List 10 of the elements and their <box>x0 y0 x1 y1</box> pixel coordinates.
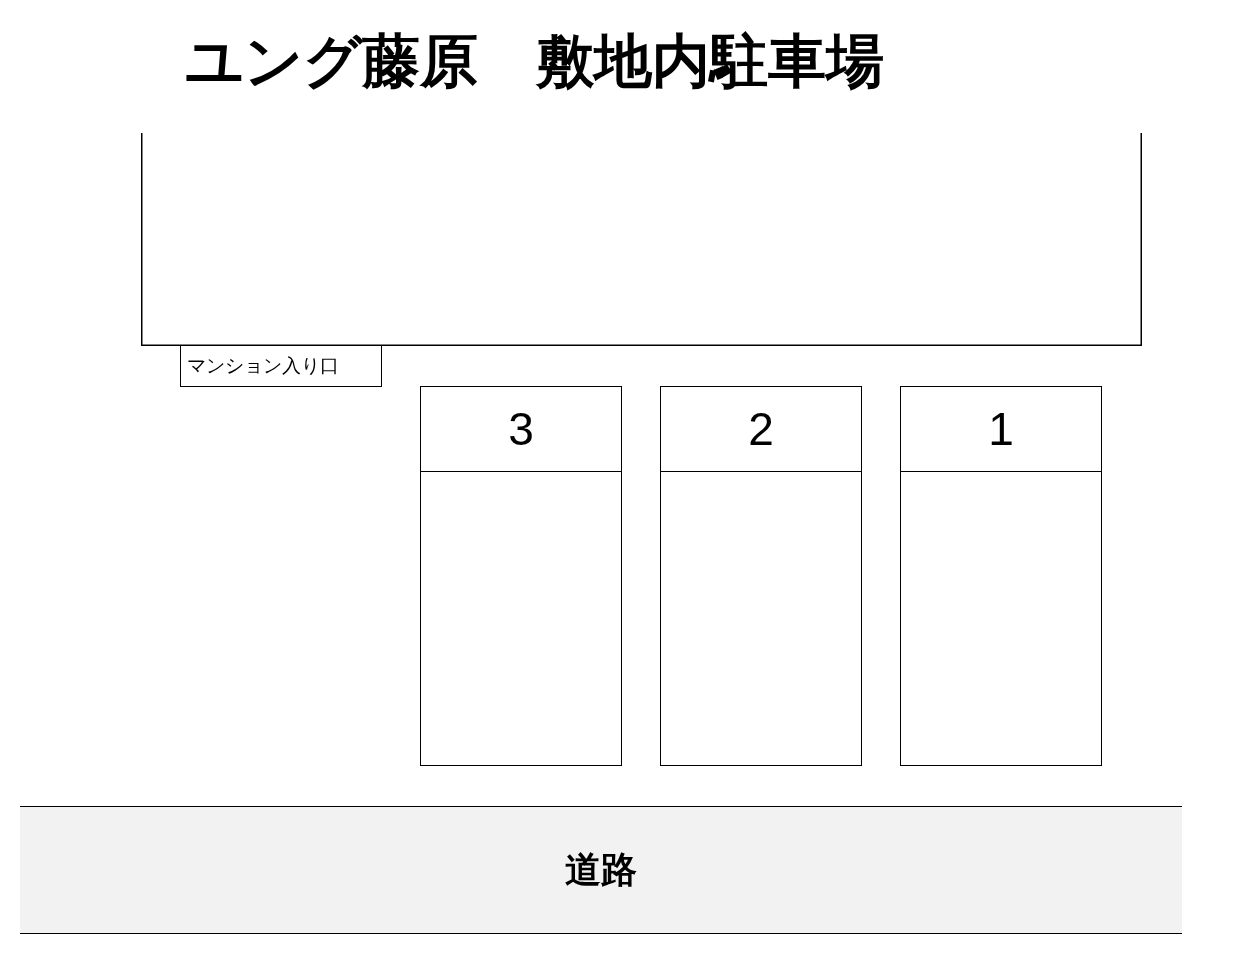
space-number: 2 <box>748 402 774 456</box>
road-label: 道路 <box>565 847 637 892</box>
space-number: 3 <box>508 402 534 456</box>
parking-space <box>420 386 622 766</box>
space-number: 1 <box>988 402 1014 456</box>
parking-space <box>900 386 1102 766</box>
road-band <box>20 806 1182 934</box>
parking-space <box>660 386 862 766</box>
entrance-box: マンション入り口 <box>180 345 382 387</box>
title: ユング藤原 敷地内駐車場 <box>185 27 884 95</box>
